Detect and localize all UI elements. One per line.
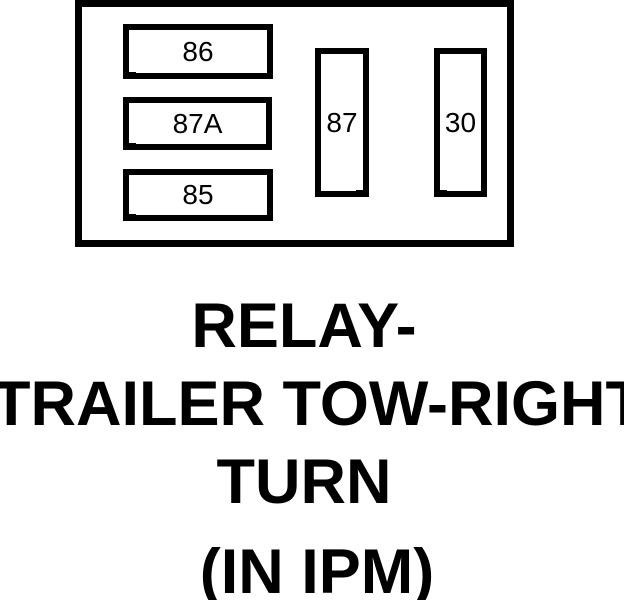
- relay-terminal-87a: 87A: [123, 97, 272, 150]
- relay-terminal-86: 86: [123, 24, 273, 79]
- terminal-label-87: 87: [326, 106, 358, 138]
- terminal-label-86: 86: [182, 35, 214, 67]
- caption-line-2: TRAILER TOW-RIGHT: [0, 369, 624, 439]
- relay-terminal-85: 85: [123, 169, 273, 221]
- relay-location-caption: (IN IPM): [199, 537, 435, 600]
- relay-caption: RELAY- TRAILER TOW-RIGHT TURN: [0, 287, 624, 521]
- terminal-label-87a: 87A: [172, 107, 223, 139]
- relay-terminal-87: 87: [315, 48, 369, 197]
- relay-terminal-30: 30: [434, 48, 487, 197]
- caption-line-1: RELAY-: [191, 291, 417, 361]
- terminal-label-30: 30: [444, 106, 477, 138]
- terminal-label-85: 85: [182, 179, 214, 210]
- caption-line-3: TURN: [216, 447, 392, 517]
